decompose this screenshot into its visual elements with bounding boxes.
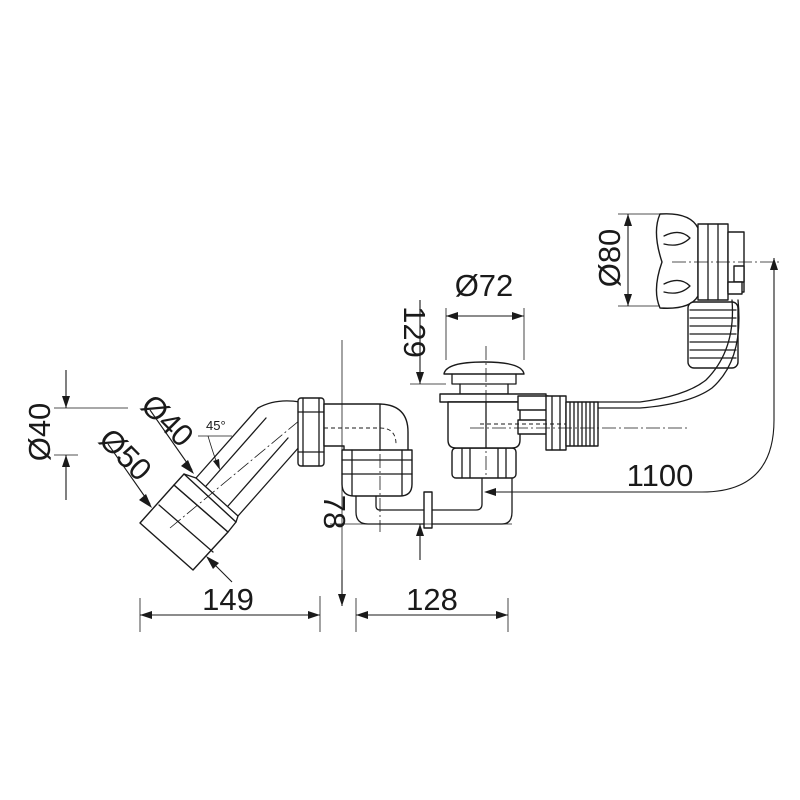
dim-height-129: 129 (397, 300, 446, 385)
drain-diameter-label: Ø72 (455, 268, 514, 303)
overflow-head (655, 213, 745, 369)
overflow-diameter-label: Ø80 (592, 229, 627, 288)
height-78-label: 78 (317, 495, 352, 529)
pipe-diameter-label: Ø40 (134, 387, 200, 453)
drain-plug (439, 361, 599, 451)
outlet-diameter-label: Ø40 (22, 403, 57, 462)
dim-cable-length: 1100 (484, 258, 778, 496)
angle-label: 45° (206, 418, 226, 433)
length-149-label: 149 (202, 582, 254, 617)
cable-corrugation (565, 401, 599, 447)
dim-length-128: 128 (355, 582, 509, 632)
length-128-label: 128 (406, 582, 458, 617)
angled-outlet-pipe (139, 400, 301, 571)
union-nut (297, 397, 325, 467)
dim-overflow-diameter: Ø80 (592, 213, 660, 307)
dim-drain-diameter: Ø72 (445, 268, 525, 360)
cable-length-label: 1100 (627, 458, 694, 493)
bowden-cable (597, 299, 740, 409)
centre-lines (379, 261, 780, 532)
height-129-label: 129 (397, 306, 432, 358)
dim-angle: 45° (198, 418, 232, 470)
dim-outlet-diameter: Ø40 (22, 370, 128, 500)
dim-length-149: 149 (139, 582, 321, 632)
dim-height-78: 78 (317, 495, 512, 606)
connector-diameter-label: Ø50 (92, 421, 158, 487)
